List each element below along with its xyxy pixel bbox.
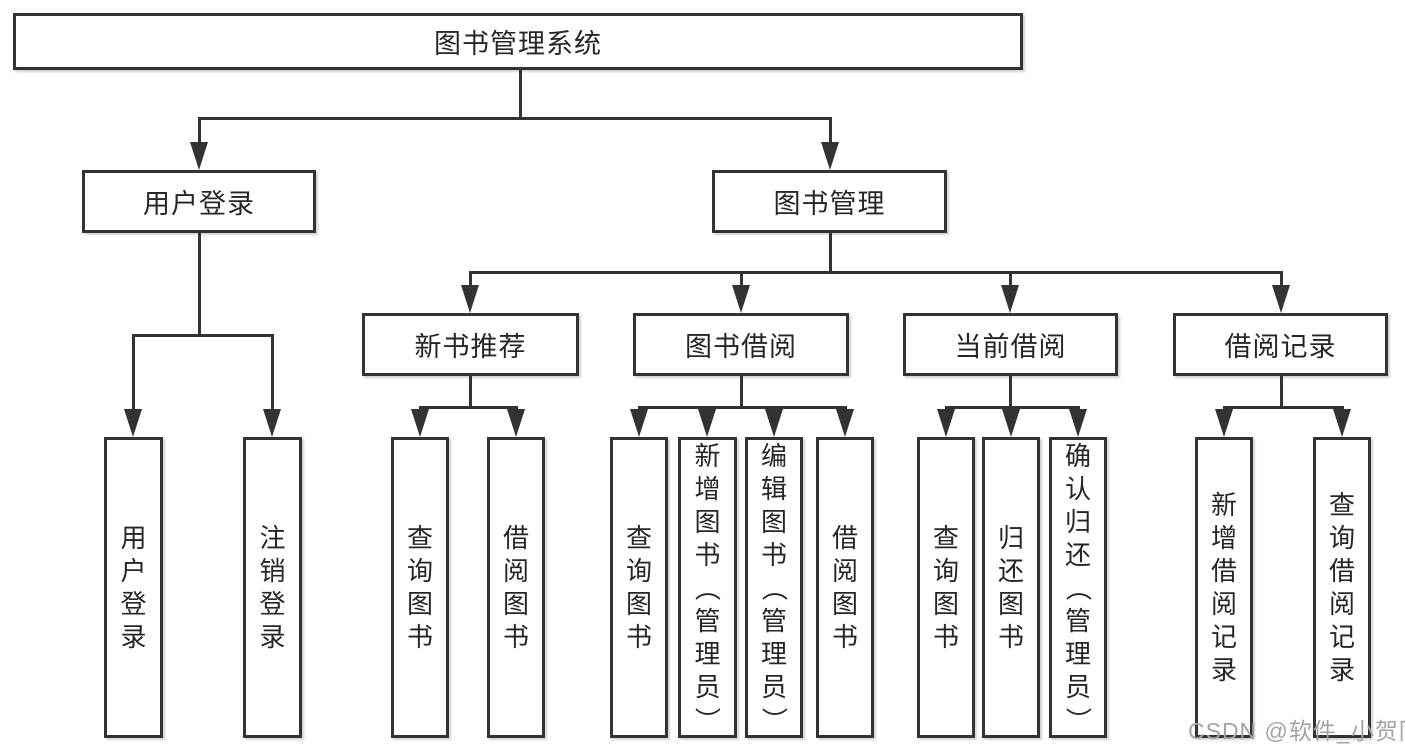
- connector-vline: [1009, 376, 1012, 409]
- connector-hline: [198, 117, 831, 120]
- connector-vline: [469, 376, 472, 409]
- leaf-query-borrow-record-label: 查询借阅记录: [1328, 490, 1355, 685]
- connector-vline: [132, 334, 135, 412]
- connector-vline: [198, 233, 201, 337]
- leaf-query-books: 查询图书: [610, 437, 668, 738]
- connector-vline: [740, 376, 743, 409]
- node-book-borrowing: 图书借阅: [633, 313, 849, 376]
- arrow-down-icon: [1069, 409, 1087, 437]
- node-root-label: 图书管理系统: [434, 29, 602, 59]
- connector-hline: [638, 406, 847, 409]
- node-new-book-recommendation: 新书推荐: [362, 313, 579, 376]
- node-current-borrowing-label: 当前借阅: [954, 332, 1067, 362]
- leaf-query-books: 查询图书: [917, 437, 975, 738]
- leaf-add-book-admin-label: 新增图书（管理员）: [692, 440, 723, 733]
- node-borrowing-records: 借阅记录: [1173, 313, 1388, 376]
- arrow-down-icon: [630, 409, 648, 437]
- leaf-user-login: 用户登录: [104, 437, 163, 738]
- leaf-borrow-books: 借阅图书: [816, 437, 874, 738]
- arrow-down-icon: [1272, 285, 1290, 313]
- arrow-down-icon: [732, 285, 750, 313]
- leaf-add-borrow-record-label: 新增借阅记录: [1210, 490, 1237, 685]
- connector-vline: [519, 70, 522, 120]
- connector-hline: [945, 406, 1080, 409]
- arrow-down-icon: [821, 142, 839, 170]
- connector-vline: [1280, 271, 1283, 289]
- node-book-borrowing-label: 图书借阅: [685, 332, 797, 362]
- leaf-query-books-label: 查询图书: [406, 523, 433, 652]
- leaf-user-login-label: 用户登录: [120, 523, 147, 652]
- arrow-down-icon: [461, 285, 479, 313]
- connector-hline: [132, 334, 274, 337]
- node-borrowing-records-label: 借阅记录: [1224, 332, 1337, 362]
- leaf-query-books-label: 查询图书: [625, 523, 652, 652]
- arrow-down-icon: [1215, 409, 1233, 437]
- arrow-down-icon: [411, 409, 429, 437]
- leaf-add-book-admin: 新增图书（管理员）: [678, 437, 737, 738]
- connector-vline: [469, 271, 472, 289]
- leaf-borrow-books: 借阅图书: [487, 437, 545, 738]
- connector-hline: [469, 271, 1283, 274]
- leaf-return-book: 归还图书: [982, 437, 1040, 738]
- connector-vline: [740, 271, 743, 289]
- node-book-management: 图书管理: [712, 170, 947, 233]
- arrow-down-icon: [190, 142, 208, 170]
- connector-hline: [1223, 406, 1344, 409]
- leaf-return-book-label: 归还图书: [997, 523, 1024, 652]
- connector-vline: [271, 334, 274, 412]
- csdn-watermark: CSDN @软件_小贺同学: [1188, 718, 1405, 744]
- arrow-down-icon: [937, 409, 955, 437]
- leaf-edit-book-admin: 编辑图书（管理员）: [745, 437, 803, 738]
- leaf-logout-label: 注销登录: [259, 523, 286, 652]
- connector-vline: [1009, 271, 1012, 289]
- leaf-borrow-books-label: 借阅图书: [831, 523, 858, 652]
- connector-hline: [419, 406, 518, 409]
- arrow-down-icon: [1001, 285, 1019, 313]
- leaf-confirm-return-admin: 确认归还（管理员）: [1049, 437, 1107, 738]
- node-book-management-label: 图书管理: [773, 189, 886, 219]
- arrow-down-icon: [1333, 409, 1351, 437]
- leaf-edit-book-admin-label: 编辑图书（管理员）: [758, 440, 789, 733]
- node-user-login: 用户登录: [82, 170, 316, 233]
- connector-vline: [1280, 376, 1283, 409]
- connector-vline: [829, 233, 832, 274]
- leaf-add-borrow-record: 新增借阅记录: [1195, 437, 1253, 738]
- leaf-confirm-return-admin-label: 确认归还（管理员）: [1062, 440, 1093, 733]
- leaf-query-borrow-record: 查询借阅记录: [1313, 437, 1371, 738]
- node-root: 图书管理系统: [13, 13, 1023, 70]
- arrow-down-icon: [765, 409, 783, 437]
- leaf-borrow-books-label: 借阅图书: [502, 523, 529, 652]
- arrow-down-icon: [698, 409, 716, 437]
- leaf-query-books-label: 查询图书: [932, 523, 959, 652]
- arrow-down-icon: [1002, 409, 1020, 437]
- arrow-down-icon: [507, 409, 525, 437]
- arrow-down-icon: [124, 409, 142, 437]
- connector-vline: [198, 117, 201, 145]
- leaf-query-books: 查询图书: [391, 437, 449, 738]
- connector-vline: [829, 117, 832, 145]
- arrow-down-icon: [836, 409, 854, 437]
- node-user-login-label: 用户登录: [143, 189, 255, 219]
- arrow-down-icon: [263, 409, 281, 437]
- node-current-borrowing: 当前借阅: [903, 313, 1118, 376]
- leaf-logout: 注销登录: [243, 437, 302, 738]
- node-new-book-recommendation-label: 新书推荐: [414, 332, 527, 362]
